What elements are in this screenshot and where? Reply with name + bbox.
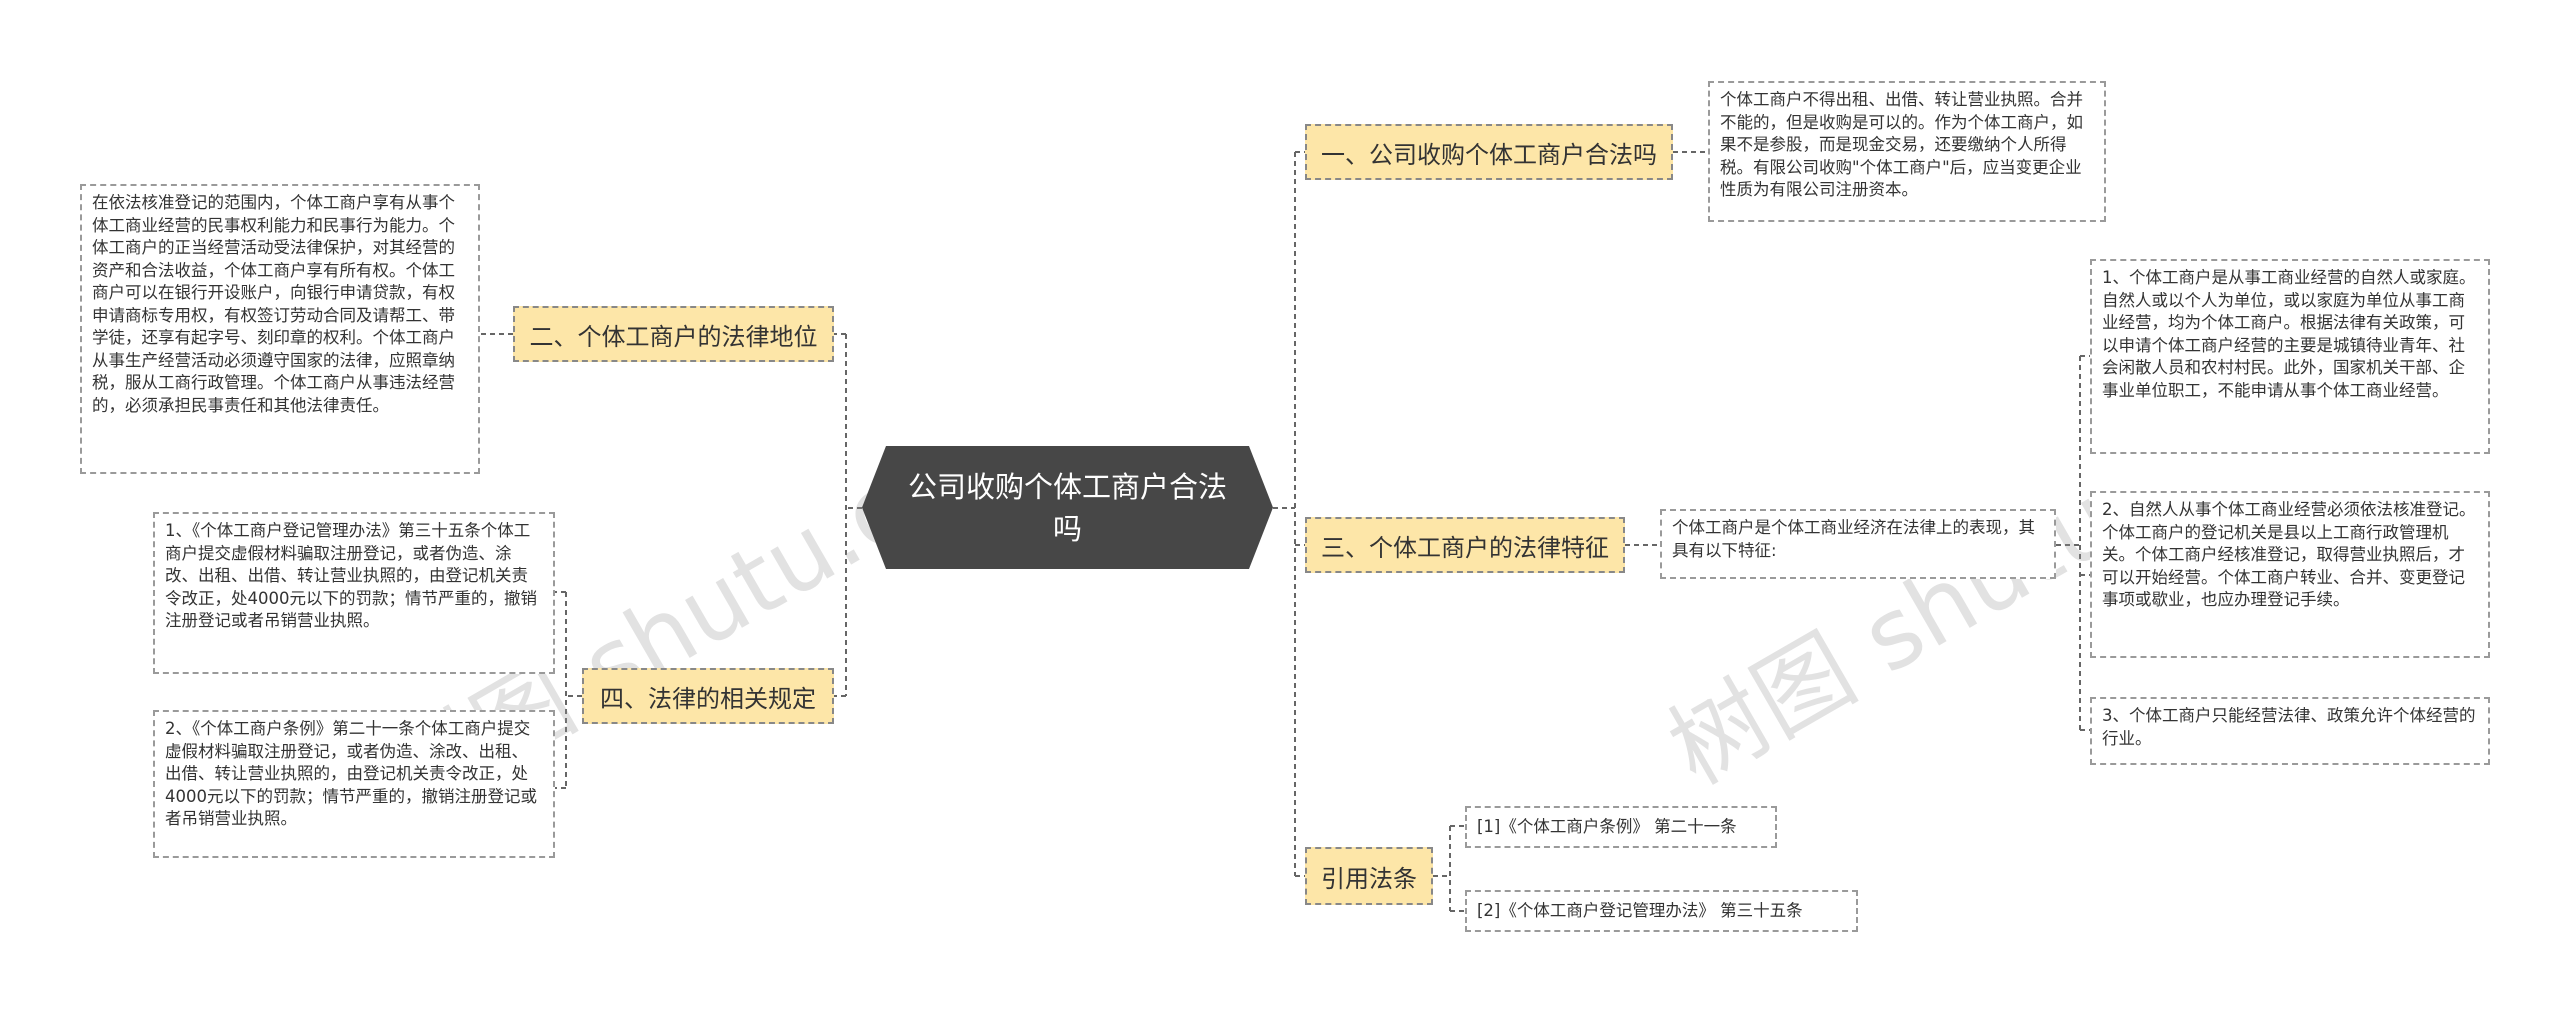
root-topic-label: 公司收购个体工商户合法吗 xyxy=(907,469,1227,546)
root-topic[interactable]: 公司收购个体工商户合法吗 xyxy=(862,446,1273,569)
branch-legal-status[interactable]: 二、个体工商户的法律地位 xyxy=(513,306,834,362)
leaf-feature-2[interactable]: 2、自然人从事个体工商业经营必须依法核准登记。个体工商户的登记机关是县以上工商行… xyxy=(2090,491,2490,658)
leaf-features-intro[interactable]: 个体工商户是个体工商业经济在法律上的表现，其具有以下特征: xyxy=(1660,509,2056,579)
leaf-rule-registration-measures[interactable]: 1、《个体工商户登记管理办法》第三十五条个体工商户提交虚假材料骗取注册登记，或者… xyxy=(153,512,555,674)
branch-related-rules[interactable]: 四、法律的相关规定 xyxy=(582,668,834,724)
leaf-legal-status-text[interactable]: 在依法核准登记的范围内，个体工商户享有从事个体工商业经营的民事权利能力和民事行为… xyxy=(80,184,480,474)
branch-legal-features[interactable]: 三、个体工商户的法律特征 xyxy=(1305,517,1625,573)
leaf-feature-3[interactable]: 3、个体工商户只能经营法律、政策允许个体经营的行业。 xyxy=(2090,697,2490,765)
leaf-citation-1[interactable]: [1]《个体工商户条例》 第二十一条 xyxy=(1465,806,1777,848)
leaf-legality-text[interactable]: 个体工商户不得出租、出借、转让营业执照。合并不能的，但是收购是可以的。作为个体工… xyxy=(1708,81,2106,222)
branch-legality[interactable]: 一、公司收购个体工商户合法吗 xyxy=(1305,124,1673,180)
leaf-feature-1[interactable]: 1、个体工商户是从事工商业经营的自然人或家庭。自然人或以个人为单位，或以家庭为单… xyxy=(2090,259,2490,454)
leaf-rule-regulations[interactable]: 2、《个体工商户条例》第二十一条个体工商户提交虚假材料骗取注册登记，或者伪造、涂… xyxy=(153,710,555,858)
branch-cited-laws[interactable]: 引用法条 xyxy=(1305,847,1433,905)
leaf-citation-2[interactable]: [2]《个体工商户登记管理办法》 第三十五条 xyxy=(1465,890,1858,932)
